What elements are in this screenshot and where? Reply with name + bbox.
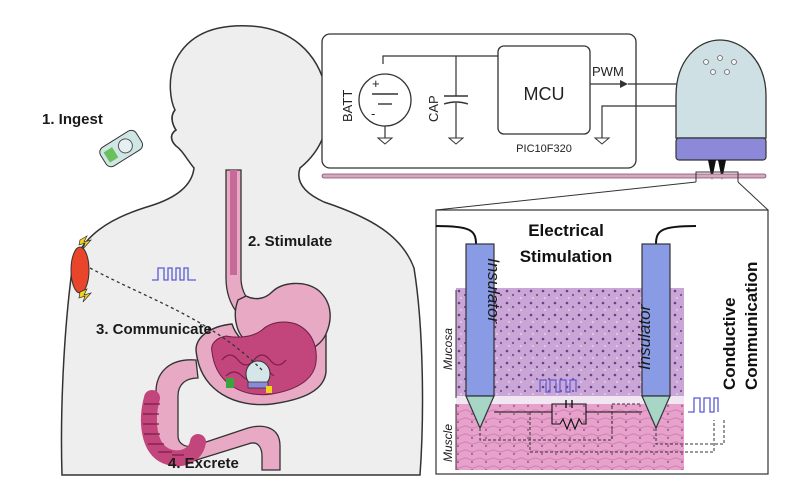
insulator-left-label: Insulator [484,258,503,325]
colon-ridges [143,403,184,456]
capsule-pill-icon [99,129,144,168]
circuit-top-rail [382,55,498,64]
battery-plus: + [372,76,380,91]
insulator-right-label: Insulator [635,303,654,370]
lightning-icon-bottom [78,288,93,303]
step-ingest-label: 1. Ingest [42,111,103,128]
pulse-train-small [152,267,196,281]
pylorus-marker [226,378,234,388]
tissue-equivalent-circuit [494,403,642,431]
capsule-electrode-left [708,160,716,180]
esophagus-lumen [230,170,237,275]
right-wire [655,225,697,245]
pwm-label: PWM [592,64,624,79]
muscle-tissue [456,404,684,470]
cap-label: CAP [426,95,441,122]
side-label-line2: Communication [742,262,761,390]
left-electrode-tip [465,395,495,430]
body-silhouette [60,25,424,476]
left-wire [435,225,477,245]
ground-icon-cap [447,137,465,145]
mcu-label: MCU [524,84,565,104]
lightning-icon-top [78,235,93,250]
stomach-interior [211,321,317,396]
comm-pulse-waveform [688,397,719,413]
conduction-path-1 [479,403,640,441]
left-insulator [465,243,495,397]
communication-path [89,267,263,371]
conduction-path-3 [655,420,725,445]
mcu-block [497,45,591,135]
inset-title-line2: Stimulation [520,247,613,266]
ground-icon-battery [376,137,394,145]
capsule-band [675,137,767,161]
inset-title-line1: Electrical [528,221,604,240]
battery-symbol [358,73,412,127]
muscle-label: Muscle [441,424,455,462]
stim-pulse-waveform [539,379,577,393]
mucosa-muscle-boundary [456,396,684,406]
capsule-vents [703,55,737,75]
batt-label: BATT [340,90,355,122]
return-line [601,105,694,138]
tissue-strip [321,173,767,179]
side-label-line1: Conductive [720,297,739,390]
conduction-path-2 [529,412,715,453]
step-excrete-label: 4. Excrete [168,455,239,472]
receiver-device [70,246,90,294]
mucosa-label: Mucosa [441,328,455,370]
capsule-dome [675,39,767,139]
step-stimulate-label: 2. Stimulate [248,233,332,250]
zoom-lines [435,171,769,211]
colon [140,390,206,467]
capsule-electrode-right [718,160,726,180]
contact-marker [266,386,272,393]
capsule-band-small [247,381,269,389]
mcu-part-label: PIC10F320 [516,143,572,155]
battery-minus: - [371,106,375,121]
ground-icon-mcu [593,137,611,145]
step-communicate-label: 3. Communicate [96,321,212,338]
face-profile [170,109,178,147]
right-electrode-tip [641,395,671,430]
